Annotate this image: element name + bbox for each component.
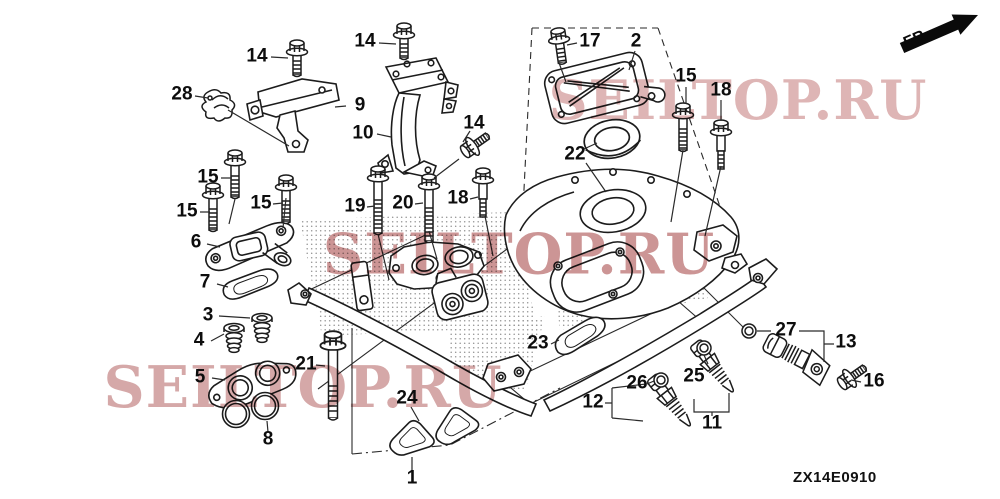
flange-bolts [203,23,872,421]
pipe-stay-assembly [287,258,779,417]
diagram-code: ZX14E0910 [793,469,877,486]
breather-cover-plate-2 [543,51,666,125]
callout-leader-lines [194,42,862,470]
fr-arrow-icon [899,14,978,53]
thermostat-gasket-7 [222,268,279,300]
gasket-23 [554,316,606,356]
valve-body [431,267,489,321]
gaskets-24 [386,401,483,458]
engine-hanger-bracket-10 [377,57,459,179]
sealing-plugs-3-4 [223,312,273,354]
wire-clamp-28 [201,89,236,122]
stay-bracket-9 [246,78,340,153]
timing-cover-plate [503,168,749,320]
oil-seal-22 [583,118,642,160]
thermostat-cover-6 [205,221,295,272]
